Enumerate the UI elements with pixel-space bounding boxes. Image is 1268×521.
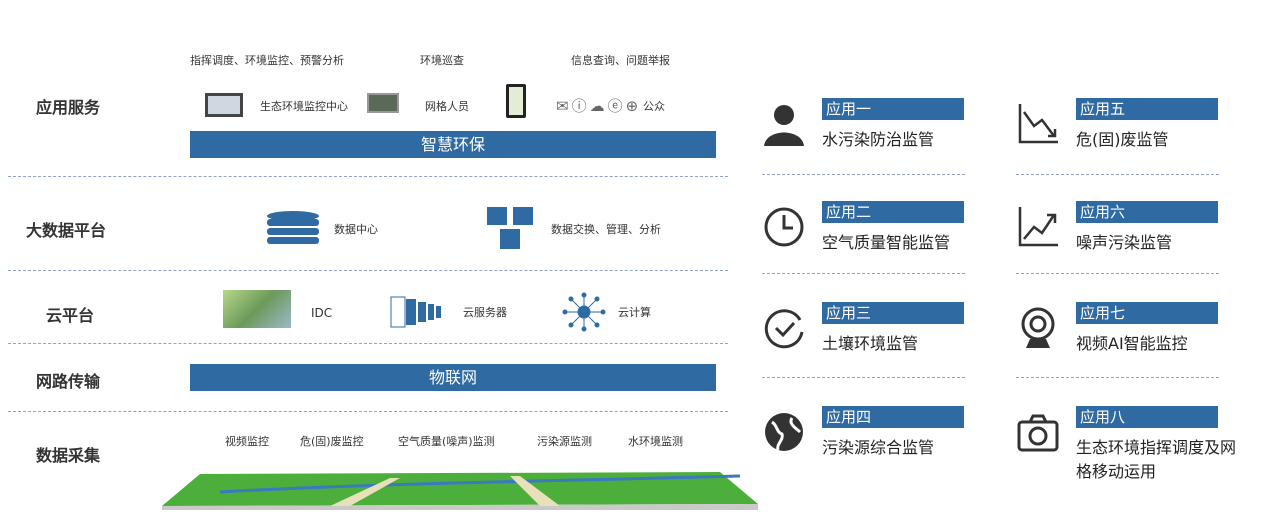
divider <box>1016 273 1219 274</box>
layer-label-app-service: 应用服务 <box>36 98 101 117</box>
app-desc: 水污染防治监管 <box>822 130 935 149</box>
item-label: 水环境监测 <box>628 435 683 448</box>
divider <box>1016 377 1219 378</box>
app-card: 应用一水污染防治监管 <box>762 98 972 188</box>
app-label: 应用七 <box>1076 302 1218 324</box>
item-label: 生态环境监控中心 <box>260 100 348 113</box>
webcam-icon <box>1021 307 1055 348</box>
chart-up-icon <box>1018 207 1058 247</box>
divider <box>8 343 728 344</box>
divider <box>8 176 728 177</box>
chart-down-icon <box>1018 104 1058 144</box>
smart-env-bar: 智慧环保 <box>190 131 716 158</box>
item-label: 云服务器 <box>463 306 507 319</box>
tablet-icon <box>506 84 526 118</box>
item-label: IDC <box>311 306 333 320</box>
app-card: 应用八生态环境指挥调度及网格移动运用 <box>1016 406 1236 496</box>
monitor-screen-icon <box>205 93 243 117</box>
app-desc: 噪声污染监管 <box>1076 233 1173 252</box>
app-desc: 生态环境指挥调度及网格移动运用 <box>1076 438 1237 481</box>
idc-building-image <box>223 290 291 328</box>
divider <box>8 411 728 412</box>
app-card: 应用二空气质量智能监管 <box>762 201 972 291</box>
app-desc: 危(固)废监管 <box>1076 130 1169 149</box>
divider <box>1016 174 1219 175</box>
app-card: 应用五危(固)废监管 <box>1016 98 1226 188</box>
item-label: 视频监控 <box>225 435 269 448</box>
app-desc: 污染源综合监管 <box>822 438 935 457</box>
layer-label-collection: 数据采集 <box>36 446 101 465</box>
landscape-map-image <box>162 472 758 510</box>
clock-check-icon <box>764 309 804 349</box>
item-label: 危(固)废监控 <box>300 435 364 448</box>
layer-label-big-data: 大数据平台 <box>26 221 107 240</box>
divider <box>762 174 965 175</box>
item-label: 污染源监测 <box>537 435 592 448</box>
caption: 指挥调度、环境监控、预警分析 <box>190 54 344 67</box>
app-card: 应用三土壤环境监管 <box>762 302 972 392</box>
app-card: 应用六噪声污染监管 <box>1016 201 1226 291</box>
app-label: 应用六 <box>1076 201 1218 223</box>
cubes-icon <box>487 207 533 249</box>
item-label: 云计算 <box>618 306 651 319</box>
app-card: 应用四污染源综合监管 <box>762 406 972 496</box>
divider <box>762 273 965 274</box>
item-label: 空气质量(噪声)监测 <box>398 435 495 448</box>
desktop-monitor-icon <box>367 93 399 113</box>
app-desc: 视频AI智能监控 <box>1076 334 1188 353</box>
globe-icon <box>765 413 803 451</box>
public-channel-icons: ✉ⓘ☁ⓔ⊕ <box>556 97 642 115</box>
item-label: 数据交换、管理、分析 <box>551 223 661 236</box>
clock-icon <box>764 207 804 247</box>
app-label: 应用四 <box>822 406 964 428</box>
layer-label-cloud: 云平台 <box>46 306 95 325</box>
item-label: 网格人员 <box>425 100 469 113</box>
app-label: 应用一 <box>822 98 964 120</box>
app-label: 应用八 <box>1076 406 1218 428</box>
app-label: 应用二 <box>822 201 964 223</box>
server-icon <box>390 296 441 328</box>
item-label: 公众 <box>643 100 665 113</box>
app-label: 应用五 <box>1076 98 1218 120</box>
item-label: 数据中心 <box>334 223 378 236</box>
database-icon <box>267 211 319 244</box>
app-card: 应用七视频AI智能监控 <box>1016 302 1226 392</box>
caption: 环境巡查 <box>420 54 464 67</box>
caption: 信息查询、问题举报 <box>571 54 670 67</box>
cloud-computing-icon <box>562 292 606 332</box>
app-desc: 空气质量智能监管 <box>822 233 951 252</box>
app-label: 应用三 <box>822 302 964 324</box>
camera-icon <box>1017 414 1059 452</box>
iot-bar: 物联网 <box>190 364 716 391</box>
divider <box>8 270 728 271</box>
person-icon <box>764 105 804 146</box>
divider <box>762 377 965 378</box>
app-desc: 土壤环境监管 <box>822 334 919 353</box>
layer-label-network: 网路传输 <box>36 372 101 391</box>
